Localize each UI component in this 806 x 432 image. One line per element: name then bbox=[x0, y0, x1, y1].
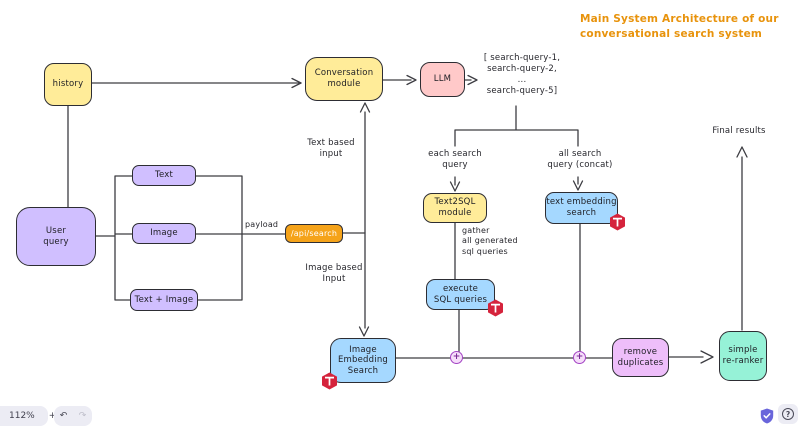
node-text2sql-module[interactable]: Text2SQL module bbox=[423, 193, 487, 223]
label-text-based-input[interactable]: Text based input bbox=[307, 138, 355, 160]
undo-button[interactable]: ↶ bbox=[59, 411, 68, 421]
node-image-embedding-search[interactable]: Image Embedding Search bbox=[322, 338, 396, 390]
node-remove-duplicates[interactable]: remove duplicates bbox=[612, 338, 669, 377]
node-history[interactable]: history bbox=[44, 63, 92, 106]
node-execute-sql-label: execute SQL queries bbox=[433, 283, 488, 305]
arrow-history-to-conversation bbox=[91, 77, 302, 89]
tidb-logo-icon bbox=[609, 213, 626, 231]
node-user-query[interactable]: User query bbox=[16, 207, 96, 266]
node-text-label: Text bbox=[155, 170, 173, 181]
zoom-level[interactable]: 112% bbox=[9, 411, 35, 421]
label-gather-sql-queries[interactable]: gather all generated sql queries bbox=[462, 226, 518, 256]
node-image-embedding-label: Image Embedding Search bbox=[337, 344, 388, 376]
arrow-conversation-to-llm bbox=[382, 74, 417, 86]
node-text-embedding-search[interactable]: text embedding search bbox=[545, 192, 625, 231]
encrypted-shield-icon[interactable] bbox=[758, 407, 776, 425]
node-reranker-label: simple re-ranker bbox=[722, 345, 764, 366]
node-history-label: history bbox=[52, 79, 84, 90]
merge-junction-right[interactable]: + bbox=[573, 351, 586, 364]
node-user-query-label: User query bbox=[43, 225, 69, 247]
node-execute-sql-queries[interactable]: execute SQL queries bbox=[426, 279, 503, 317]
tidb-logo-icon bbox=[321, 372, 338, 390]
history-control: ↶ ↷ bbox=[54, 406, 92, 426]
tidb-logo-icon bbox=[487, 299, 504, 317]
node-llm-label: LLM bbox=[433, 74, 452, 85]
help-button[interactable]: ? bbox=[778, 404, 798, 424]
arrow-to-final-results bbox=[736, 146, 748, 331]
node-llm[interactable]: LLM bbox=[420, 62, 465, 97]
label-final-results[interactable]: Final results bbox=[712, 126, 766, 136]
zoom-in-button[interactable]: + bbox=[48, 411, 57, 421]
node-text2sql-label: Text2SQL module bbox=[434, 197, 476, 218]
node-image-label: Image bbox=[150, 228, 178, 239]
node-simple-reranker[interactable]: simple re-ranker bbox=[719, 331, 767, 381]
node-text[interactable]: Text bbox=[132, 165, 196, 186]
node-image[interactable]: Image bbox=[132, 223, 196, 244]
diagram-title[interactable]: Main System Architecture of our conversa… bbox=[580, 13, 779, 41]
label-each-search-query[interactable]: each search query bbox=[428, 149, 482, 171]
label-payload[interactable]: payload bbox=[245, 220, 279, 229]
node-text-embedding-label: text embedding search bbox=[546, 197, 617, 218]
arrow-to-reranker bbox=[667, 350, 714, 364]
node-conversation-module[interactable]: Conversation module bbox=[305, 57, 383, 101]
question-mark-icon: ? bbox=[782, 408, 794, 420]
label-image-based-input[interactable]: Image based Input bbox=[305, 263, 363, 285]
node-text-image[interactable]: Text + Image bbox=[130, 289, 198, 311]
label-search-query-list[interactable]: [ search-query-1, search-query-2, ... se… bbox=[483, 53, 561, 97]
zoom-control: 112% + bbox=[0, 406, 56, 426]
label-all-search-query[interactable]: all search query (concat) bbox=[547, 149, 613, 171]
node-api-search[interactable]: /api/search bbox=[285, 224, 343, 243]
merge-junction-left[interactable]: + bbox=[450, 351, 463, 364]
node-api-search-label: /api/search bbox=[290, 228, 338, 238]
node-conversation-label: Conversation module bbox=[314, 68, 374, 89]
node-remove-duplicates-label: remove duplicates bbox=[617, 346, 664, 368]
node-text-image-label: Text + Image bbox=[134, 294, 194, 305]
redo-button[interactable]: ↷ bbox=[78, 411, 87, 421]
